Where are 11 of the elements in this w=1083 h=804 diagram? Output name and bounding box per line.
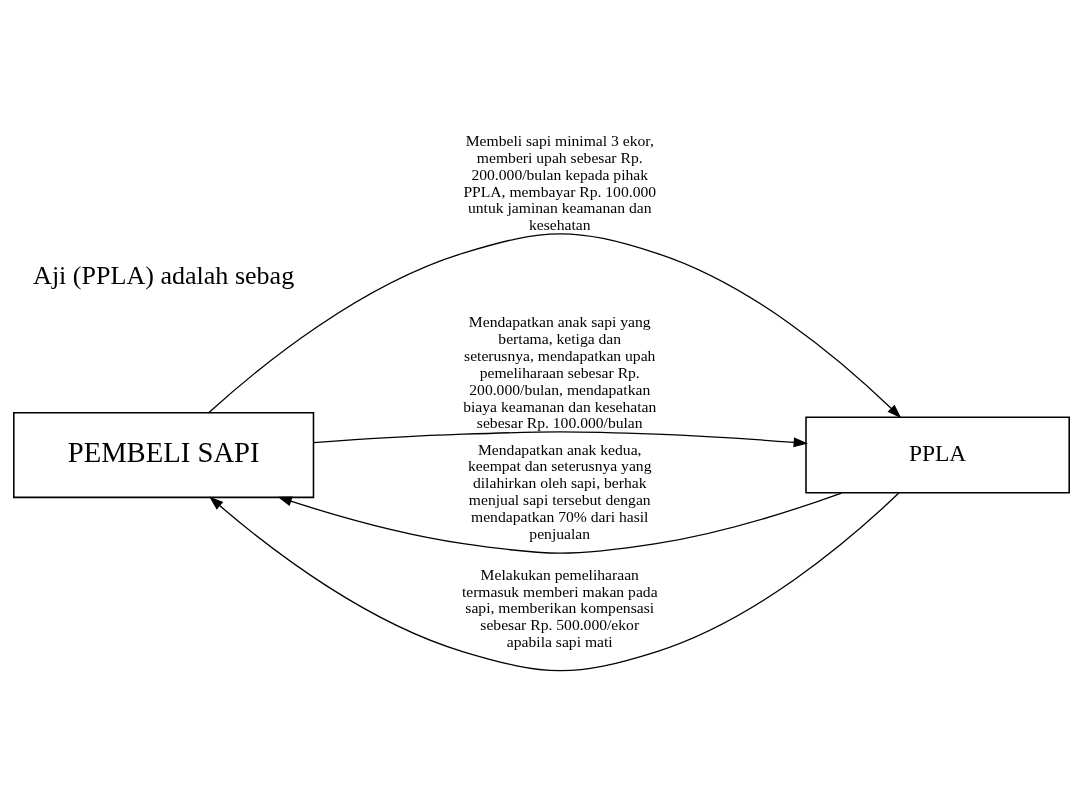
arrow (277, 492, 843, 554)
edge-label: Melakukan pemeliharaan termasuk memberi makan pada sapi, memberikan kompensasi sebesar Rp. 500.000/ekor apabila sapi mati (461, 565, 658, 651)
edge-label: Mendapatkan anak sapi yang bertama, ketiga dan seterusnya, mendapatkan upah pemeliharaan sebesar Rp. 200.000/bulan, mendapatkan biaya keamanan dan kesehatan sebesar Rp. 100.000/bulan (463, 312, 657, 432)
edge-label: Membeli sapi minimal 3 ekor, memberi upah sebesar Rp. 200.000/bulan kepada pihak PPLA, membayar Rp. 100.000 untuk jaminan keamanan dan kesehatan (463, 131, 657, 234)
node-box: PEMBELI SAPI (13, 411, 315, 499)
node-box: PPLA (805, 416, 1070, 494)
edge-label: Mendapatkan anak kedua, keempat dan seterusnya yang dilahirkan oleh sapi, berhak menjual sapi tersebut dengan mendapatkan 70% dari hasil penjualan (467, 440, 652, 543)
arrow (312, 431, 808, 448)
label: Aji (PPLA) adalah sebag (33, 261, 295, 291)
arrow (208, 233, 902, 419)
arrow (209, 492, 900, 672)
